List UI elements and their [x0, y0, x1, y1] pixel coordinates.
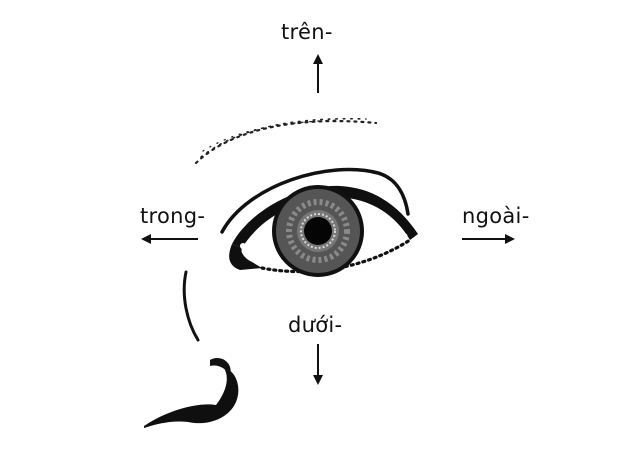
nose-tip [144, 368, 239, 428]
upper-eyelid [232, 185, 418, 248]
label-inner: trong- [140, 204, 206, 228]
label-outer: ngoài- [462, 204, 530, 228]
direction-arrows [141, 54, 515, 385]
eyelid-crease [220, 167, 410, 234]
outer-corner-highlight [402, 233, 408, 239]
label-bottom: dưới- [288, 313, 343, 337]
pupil [304, 217, 332, 245]
eyebrow [194, 117, 378, 165]
label-top: trên- [281, 20, 333, 44]
inner-eye-corner [229, 244, 262, 270]
nose-bridge [182, 270, 200, 342]
inner-corner-highlight [240, 243, 246, 249]
nostril [210, 357, 231, 376]
